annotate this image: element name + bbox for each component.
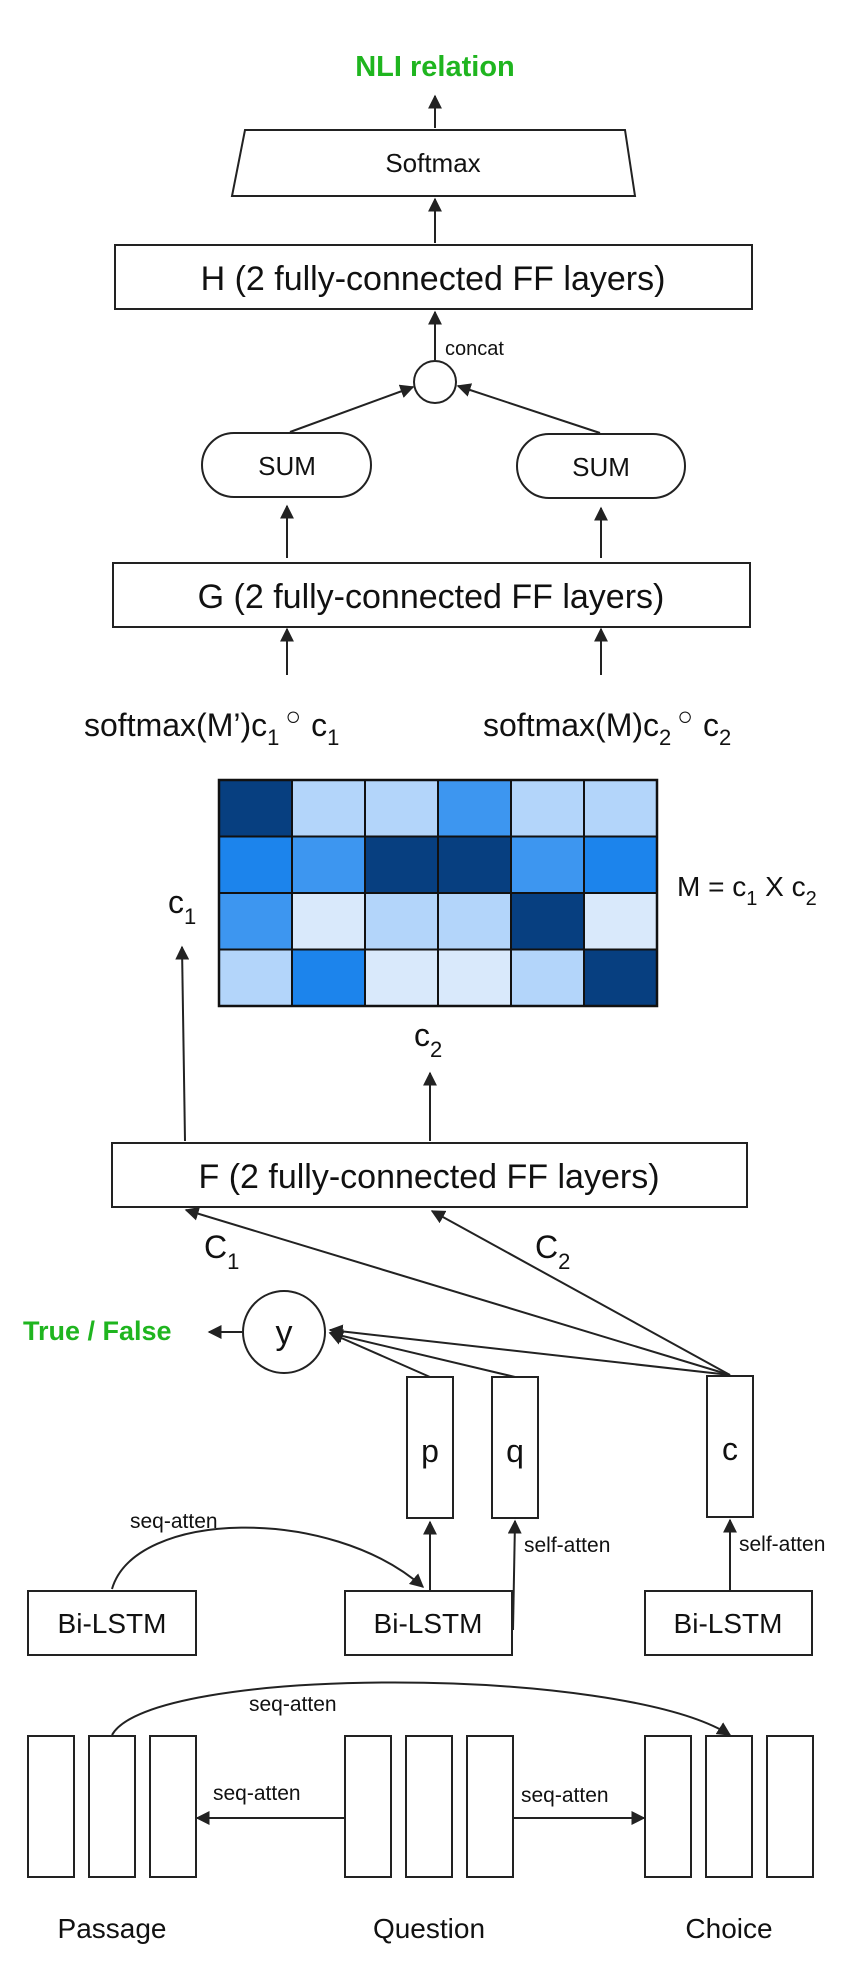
- matrix-cell-r4-c3: [364, 948, 439, 1007]
- concat-node: [413, 360, 457, 404]
- c-to-f-mid-arrow: [430, 1210, 731, 1376]
- question-token-1: [344, 1735, 392, 1878]
- y-node: [242, 1290, 326, 1374]
- matrix-cell-r3-c1: [218, 892, 293, 951]
- p-to-y-arrow: [328, 1331, 431, 1378]
- c-label: c: [722, 1431, 738, 1467]
- passage-token-1: [27, 1735, 75, 1878]
- q-to-y-arrow: [328, 1329, 516, 1378]
- matrix-cell-r1-c1: [218, 779, 293, 838]
- sum-right-to-concat-arrow: [456, 383, 601, 434]
- choice-token-3: [766, 1735, 814, 1878]
- question-token-2: [405, 1735, 453, 1878]
- question-label: Question: [373, 1913, 485, 1944]
- seq-atten-passage-question-arc: [111, 1526, 425, 1590]
- matrix-cell-r4-c4: [437, 948, 512, 1007]
- sum-right-node: [516, 433, 686, 499]
- f-ff-layers: [111, 1142, 748, 1208]
- f-ff-label: F (2 fully-connected FF layers): [198, 1158, 659, 1196]
- matrix-cell-r4-c2: [291, 948, 366, 1007]
- matrix-cell-r3-c4: [437, 892, 512, 951]
- f-to-c1-arrow: [175, 945, 190, 1142]
- y-label: y: [276, 1314, 293, 1352]
- matrix-cell-r1-c3: [364, 779, 439, 838]
- p-vector: [406, 1376, 454, 1519]
- matrix-equation-label: M = c1 X c2: [677, 871, 817, 910]
- matrix-cell-r2-c1: [218, 835, 293, 894]
- bilstm-passage: [27, 1590, 197, 1656]
- self-atten-c-label: self-atten: [739, 1533, 825, 1556]
- attention-matrix: [217, 778, 659, 1008]
- self-atten-q-label: self-atten: [524, 1534, 610, 1557]
- matrix-cell-r1-c2: [291, 779, 366, 838]
- nli-relation-output: NLI relation: [355, 51, 515, 83]
- seq-atten-mid-label: seq-atten: [130, 1510, 218, 1533]
- true-false-output: True / False: [23, 1316, 172, 1346]
- matrix-cell-r3-c6: [583, 892, 658, 951]
- sum-right-label: SUM: [572, 452, 630, 482]
- softmax-label: Softmax: [385, 148, 480, 178]
- matrix-border: [217, 778, 659, 1008]
- matrix-cell-r3-c5: [510, 892, 585, 951]
- bilstm-passage-label: Bi-LSTM: [58, 1608, 167, 1639]
- matrix-cell-r2-c6: [583, 835, 658, 894]
- h-ff-label: H (2 fully-connected FF layers): [201, 260, 666, 298]
- bilstm-question-label: Bi-LSTM: [374, 1608, 483, 1639]
- matrix-cell-r1-c6: [583, 779, 658, 838]
- matrix-cell-r4-c6: [583, 948, 658, 1007]
- c-to-f-left-arrow: [184, 1206, 731, 1376]
- g-ff-label: G (2 fully-connected FF layers): [198, 578, 665, 616]
- passage-token-2: [88, 1735, 136, 1878]
- p-label: p: [421, 1433, 439, 1469]
- matrix-cell-r2-c4: [437, 835, 512, 894]
- c2-label: c2: [414, 1017, 442, 1062]
- seq-atten-right-label: seq-atten: [521, 1784, 609, 1807]
- c1-label: c1: [168, 884, 196, 929]
- matrix-cell-r2-c3: [364, 835, 439, 894]
- expr-left: softmax(M’)c1○c1: [84, 701, 339, 750]
- matrix-cell-r1-c4: [437, 779, 512, 838]
- expr-right: softmax(M)c2○c2: [483, 701, 731, 750]
- matrix-cell-r4-c5: [510, 948, 585, 1007]
- C2-label: C2: [535, 1229, 570, 1274]
- softmax-layer: [230, 129, 637, 197]
- seq-atten-top-label: seq-atten: [249, 1693, 337, 1716]
- seq-atten-passage-choice-arc: [111, 1681, 732, 1736]
- sum-left-to-concat-arrow: [289, 384, 415, 433]
- g-ff-layers: [112, 562, 751, 628]
- matrix-cell-r2-c5: [510, 835, 585, 894]
- sum-left-node: [201, 432, 372, 498]
- sum-left-label: SUM: [258, 451, 316, 481]
- bilstm-choice: [644, 1590, 813, 1656]
- c-vector: [706, 1375, 754, 1518]
- bilstm-q-self-atten-arrow: [507, 1519, 522, 1631]
- matrix-cell-r3-c2: [291, 892, 366, 951]
- bilstm-question: [344, 1590, 513, 1656]
- matrix-cell-r2-c2: [291, 835, 366, 894]
- C1-label: C1: [204, 1229, 239, 1274]
- matrix-cell-r1-c5: [510, 779, 585, 838]
- q-vector: [491, 1376, 539, 1519]
- matrix-cell-r3-c3: [364, 892, 439, 951]
- question-token-3: [466, 1735, 514, 1878]
- q-label: q: [506, 1433, 524, 1469]
- concat-label: concat: [445, 338, 504, 360]
- h-ff-layers: [114, 244, 753, 310]
- choice-label: Choice: [685, 1913, 772, 1944]
- seq-atten-left-label: seq-atten: [213, 1782, 301, 1805]
- passage-label: Passage: [58, 1913, 167, 1944]
- passage-token-3: [149, 1735, 197, 1878]
- bilstm-choice-label: Bi-LSTM: [674, 1608, 783, 1639]
- choice-token-2: [705, 1735, 753, 1878]
- c-to-y-arrow: [328, 1324, 731, 1376]
- matrix-cell-r4-c1: [218, 948, 293, 1007]
- choice-token-1: [644, 1735, 692, 1878]
